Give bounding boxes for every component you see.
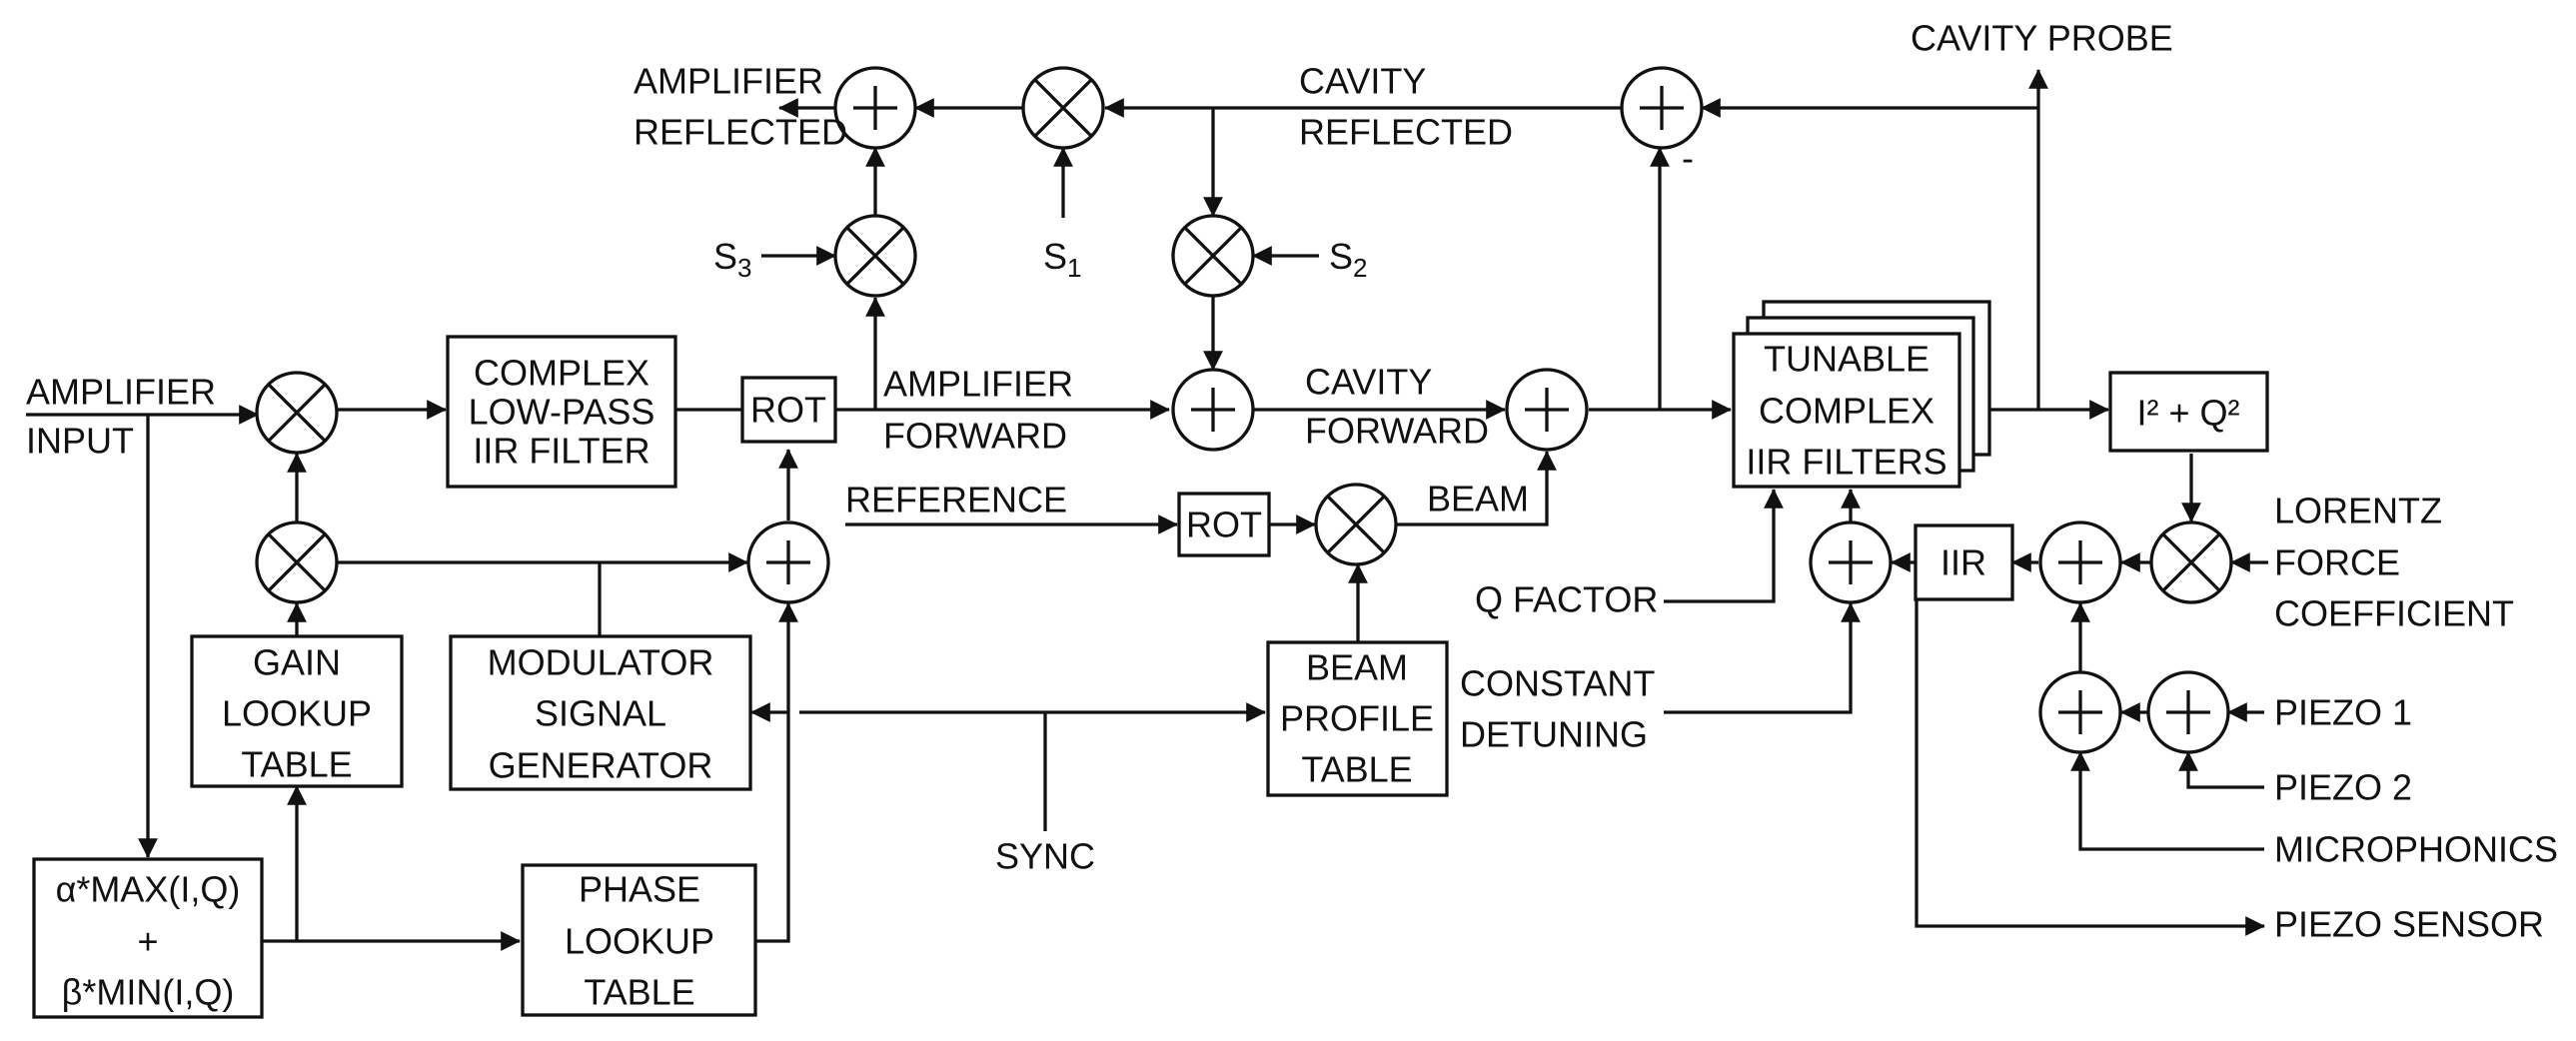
- label-reference: REFERENCE: [845, 480, 1067, 520]
- summing-node: [2146, 670, 2230, 754]
- label-cavity-probe: CAVITY PROBE: [1911, 18, 2173, 59]
- block-power-label: I² + Q²: [2136, 393, 2239, 434]
- wire-piezo2: [2178, 751, 2264, 789]
- summing-node: [2038, 520, 2122, 604]
- block-rot-reference: ROT: [1177, 492, 1271, 557]
- label-s3: S3: [713, 236, 751, 284]
- summing-node: [1620, 66, 1704, 150]
- wire-phase-to-sum-phase: [755, 602, 798, 943]
- block-iir-label: IIR: [1940, 542, 1986, 583]
- tunable-filters-front-layer: [1732, 332, 1961, 489]
- block-magnitude-estimator: α*MAX(I,Q) + β*MIN(I,Q): [32, 857, 264, 1019]
- block-iir: IIR: [1914, 523, 2014, 601]
- multiplier-node: [833, 66, 917, 150]
- wire-microphonics: [2070, 751, 2264, 851]
- label-s3-base: S: [713, 236, 737, 277]
- multiplier-node: [255, 371, 339, 455]
- block-phase-lookup-line-3: TABLE: [584, 972, 694, 1013]
- block-modulator-line-1: MODULATOR: [488, 642, 714, 683]
- block-tunable-filters-line-2: COMPLEX: [1759, 391, 1934, 432]
- wire-constant-detuning: [1664, 602, 1861, 714]
- block-beam-profile-line-1: BEAM: [1306, 647, 1408, 688]
- label-s2-base: S: [1329, 236, 1353, 277]
- block-phase-lookup-line-1: PHASE: [579, 869, 700, 910]
- label-s2: S2: [1329, 236, 1367, 284]
- block-phase-lookup-line-2: LOOKUP: [565, 921, 714, 962]
- label-s1-sub: 1: [1067, 253, 1081, 283]
- multiplier-node: [2149, 520, 2233, 604]
- label-amplifier-reflected-line-2: REFLECTED: [634, 112, 847, 153]
- label-piezo-2: PIEZO 2: [2274, 767, 2412, 808]
- block-tunable-filters-line-1: TUNABLE: [1764, 339, 1930, 380]
- label-cavity-forward-line-2: FORWARD: [1305, 411, 1489, 452]
- label-amplifier-forward-line-1: AMPLIFIER: [883, 364, 1073, 405]
- block-gain-lookup: GAIN LOOKUP TABLE: [190, 634, 404, 788]
- label-constant-detuning-line-1: CONSTANT: [1460, 663, 1655, 704]
- multiplier-node: [1021, 66, 1105, 150]
- block-complex-lowpass-line-3: IIR FILTER: [473, 431, 649, 472]
- summing-node: [746, 520, 830, 604]
- block-rot-main-label: ROT: [750, 390, 826, 431]
- block-tunable-filters-line-3: IIR FILTERS: [1746, 442, 1946, 483]
- label-cavity-forward-line-1: CAVITY: [1305, 362, 1432, 403]
- block-gain-lookup-line-3: TABLE: [241, 744, 352, 785]
- block-beam-profile: BEAM PROFILE TABLE: [1266, 640, 1449, 797]
- multiplier-nodes: [255, 66, 2233, 604]
- multiplier-node: [1314, 483, 1398, 566]
- block-complex-lowpass: COMPLEX LOW-PASS IIR FILTER: [446, 335, 677, 489]
- wire-q-factor: [1664, 489, 1784, 603]
- label-amplifier-input-line-1: AMPLIFIER: [26, 372, 216, 413]
- block-gain-lookup-line-2: LOOKUP: [222, 693, 372, 734]
- block-magnitude-estimator-line-3: β*MIN(I,Q): [62, 972, 235, 1013]
- label-constant-detuning-line-2: DETUNING: [1460, 714, 1648, 755]
- wire-piezo-sensor: [1915, 562, 2265, 936]
- label-s1-base: S: [1043, 236, 1067, 277]
- block-gain-lookup-line-1: GAIN: [253, 642, 341, 683]
- summing-node: [2038, 670, 2122, 754]
- signal-wires: [26, 69, 2268, 951]
- signal-labels: AMPLIFIER INPUT AMPLIFIER REFLECTED CAVI…: [26, 18, 2558, 945]
- multiplier-node: [833, 214, 917, 298]
- block-tunable-filters: TUNABLE COMPLEX IIR FILTERS: [1732, 300, 1991, 489]
- label-s3-sub: 3: [737, 253, 751, 283]
- block-beam-profile-line-2: PROFILE: [1280, 698, 1434, 739]
- label-minus-sign: -: [1682, 138, 1694, 179]
- multiplier-node: [1171, 214, 1255, 298]
- block-complex-lowpass-line-2: LOW-PASS: [469, 392, 655, 433]
- summing-node: [1809, 520, 1893, 604]
- label-lorentz-line-3: COEFFICIENT: [2274, 593, 2514, 634]
- label-beam: BEAM: [1427, 479, 1529, 520]
- block-modulator-line-2: SIGNAL: [535, 693, 666, 734]
- summing-node: [1505, 368, 1589, 452]
- block-power: I² + Q²: [2108, 371, 2269, 453]
- label-s1: S1: [1043, 236, 1081, 284]
- block-beam-profile-line-3: TABLE: [1301, 749, 1412, 790]
- block-complex-lowpass-line-1: COMPLEX: [474, 353, 649, 394]
- block-magnitude-estimator-line-2: +: [137, 921, 158, 962]
- label-q-factor: Q FACTOR: [1475, 579, 1658, 620]
- block-modulator: MODULATOR SIGNAL GENERATOR: [449, 634, 752, 791]
- label-microphonics: MICROPHONICS: [2274, 829, 2558, 870]
- block-rot-reference-label: ROT: [1186, 505, 1262, 545]
- label-amplifier-input-line-2: INPUT: [26, 421, 134, 462]
- summing-nodes: [746, 66, 2230, 754]
- multiplier-node: [255, 520, 339, 604]
- label-piezo-sensor: PIEZO SENSOR: [2274, 904, 2544, 945]
- label-lorentz-line-2: FORCE: [2274, 542, 2400, 583]
- block-phase-lookup: PHASE LOOKUP TABLE: [521, 863, 757, 1017]
- block-rot-main: ROT: [740, 376, 837, 444]
- wire-beam: [1397, 451, 1557, 526]
- block-magnitude-estimator-line-1: α*MAX(I,Q): [56, 869, 241, 910]
- label-cavity-reflected-line-2: REFLECTED: [1299, 112, 1513, 153]
- label-s2-sub: 2: [1353, 253, 1367, 283]
- block-modulator-line-3: GENERATOR: [489, 745, 713, 786]
- label-cavity-reflected-line-1: CAVITY: [1299, 61, 1426, 102]
- label-amplifier-forward-line-2: FORWARD: [883, 416, 1067, 457]
- label-lorentz-line-1: LORENTZ: [2274, 491, 2442, 531]
- label-piezo-1: PIEZO 1: [2274, 692, 2412, 733]
- label-sync: SYNC: [995, 836, 1095, 877]
- summing-node: [1171, 368, 1255, 452]
- label-amplifier-reflected-line-1: AMPLIFIER: [634, 61, 823, 102]
